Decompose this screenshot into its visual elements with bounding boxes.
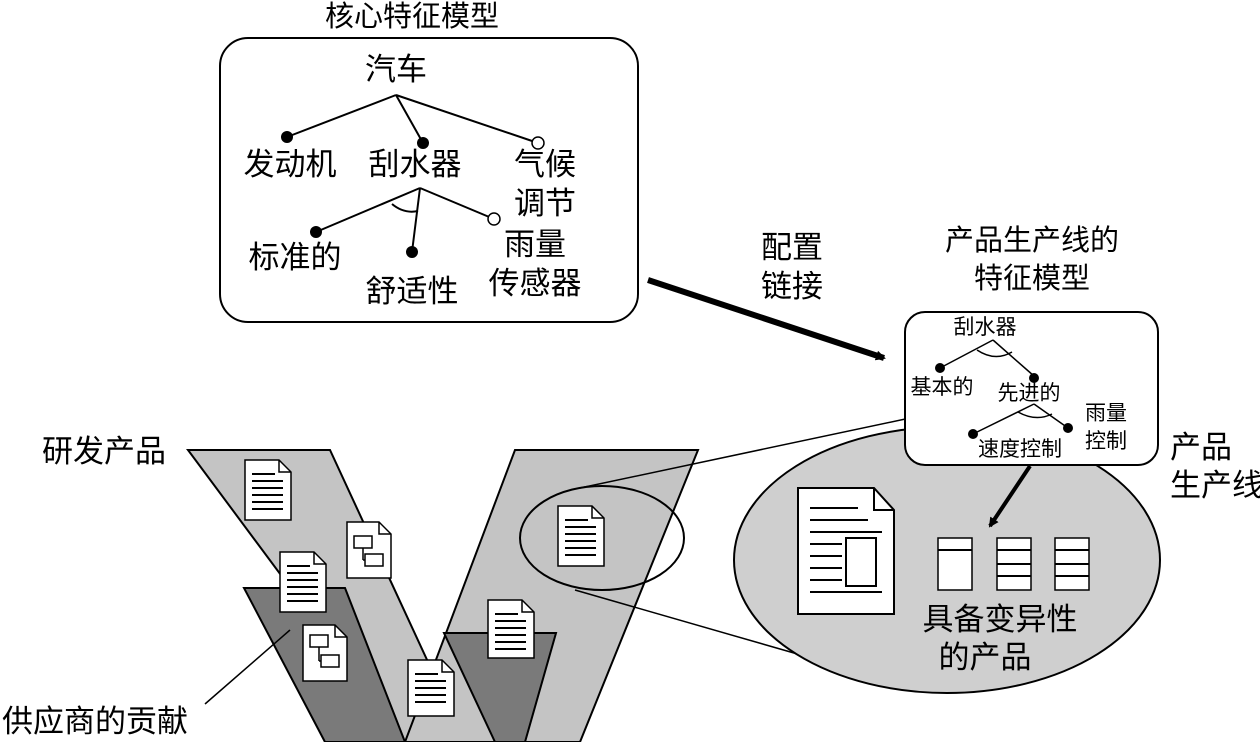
productline-model-title-line2: 特征模型	[974, 261, 1090, 295]
supplier-pointer-line	[204, 629, 291, 705]
productline-model-title-line1: 产品生产线的	[945, 223, 1119, 257]
feature-pl-rain-control-line1: 雨量	[1085, 401, 1127, 425]
feature-comfort: 舒适性	[366, 274, 459, 310]
productline-model-box	[904, 311, 1159, 466]
config-link-line1: 配置	[761, 230, 823, 266]
variant-products-line1: 具备变异性	[923, 602, 1078, 638]
mandatory-node-wiper	[417, 137, 429, 149]
feature-climate-line2: 调节	[514, 186, 576, 222]
supplier-label: 供应商的贡献	[2, 704, 188, 740]
document-icon	[407, 659, 455, 717]
feature-wiper: 刮水器	[369, 147, 462, 183]
feature-pl-advanced: 先进的	[998, 381, 1061, 405]
node-pl-speed-control	[968, 429, 978, 439]
zoom-ellipse	[519, 485, 685, 591]
feature-pl-wiper: 刮水器	[954, 315, 1017, 339]
feature-pl-speed-control: 速度控制	[978, 437, 1062, 461]
feature-rain-sensor-line1: 雨量	[504, 227, 566, 263]
product-line-label-line1: 产品	[1170, 430, 1232, 466]
feature-standard: 标准的	[249, 240, 342, 276]
mandatory-node-engine	[281, 131, 293, 143]
diagram-document-icon	[302, 624, 348, 682]
feature-climate-line1: 气候	[514, 147, 576, 183]
diagram-document-icon	[346, 521, 392, 579]
feature-pl-rain-control-line2: 控制	[1085, 429, 1127, 453]
zoom-connector-top	[579, 417, 911, 489]
config-link-arrow	[647, 277, 886, 361]
optional-node-climate	[531, 136, 545, 150]
feature-engine: 发动机	[244, 147, 337, 183]
core-tree-edges	[286, 94, 539, 253]
feature-pl-basic: 基本的	[911, 375, 974, 399]
document-icon	[244, 459, 292, 521]
feature-car: 汽车	[365, 52, 427, 88]
rd-products-label: 研发产品	[42, 434, 166, 470]
product-line-label-line2: 生产线	[1170, 468, 1260, 504]
productline-tree-edges	[939, 339, 1069, 435]
variant-product-icon	[937, 537, 973, 591]
core-model-title: 核心特征模型	[325, 0, 499, 33]
core-model-box	[219, 37, 639, 323]
document-icon	[557, 505, 605, 567]
large-document-icon	[797, 487, 895, 615]
node-pl-rain-control	[1063, 423, 1073, 433]
node-pl-basic	[935, 363, 945, 373]
document-icon	[279, 551, 327, 613]
derive-arrow	[988, 464, 1032, 528]
feature-rain-sensor-line2: 传感器	[489, 266, 582, 302]
node-pl-advanced	[1029, 373, 1039, 383]
node-standard	[310, 226, 322, 238]
document-icon	[487, 599, 535, 659]
variant-product-icon	[1054, 537, 1090, 591]
variant-products-line2: 的产品	[939, 640, 1032, 676]
config-link-line2: 链接	[761, 269, 823, 305]
node-comfort	[406, 246, 418, 258]
optional-node-rain-sensor	[487, 212, 501, 226]
variant-product-icon	[996, 537, 1032, 591]
